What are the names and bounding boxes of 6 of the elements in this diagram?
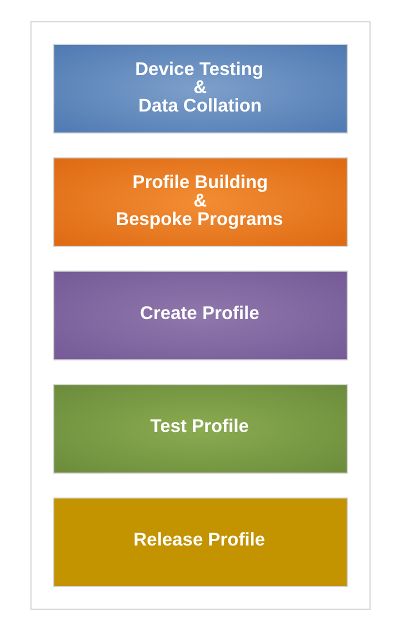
node-box: Profile Building & Bespoke Programs <box>52 157 348 247</box>
node-box: Release Profile <box>52 497 348 588</box>
node-box: Device Testing & Data Collation <box>52 44 348 134</box>
node-box: Create Profile <box>52 270 348 360</box>
cluster <box>30 21 370 610</box>
node-box: Test Profile <box>52 384 348 474</box>
